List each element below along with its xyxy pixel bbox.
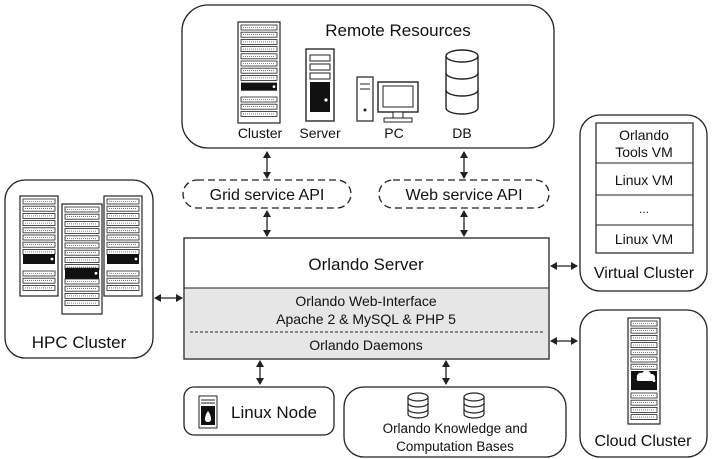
server-icon <box>305 48 335 122</box>
knowledge-label-line1: Orlando Knowledge and <box>383 421 528 436</box>
virtual-cluster-panel: Orlando Tools VM Linux VM ... Linux VM V… <box>579 114 708 292</box>
grid-service-api: Grid service API <box>182 179 352 209</box>
cloud-cluster-label: Cloud Cluster <box>595 433 693 450</box>
hpc-rack-right <box>103 195 143 297</box>
hpc-cluster-panel: HPC Cluster <box>4 179 154 359</box>
remote-resources-title: Remote Resources <box>325 21 471 40</box>
hpc-rack-left <box>19 195 59 297</box>
cluster-icon <box>237 21 281 124</box>
hpc-rack-icon <box>19 195 143 315</box>
vm-tools-line2: Tools VM <box>615 144 673 160</box>
linux-node-panel: Linux Node <box>183 386 335 436</box>
linux-node-label: Linux Node <box>231 403 317 422</box>
daemons-label: Orlando Daemons <box>309 337 423 353</box>
knowledge-label-line2: Computation Bases <box>396 439 514 454</box>
cloud-rack-body <box>627 317 661 425</box>
orlando-server: Orlando Server Orlando Web-Interface Apa… <box>183 237 550 360</box>
stack-label: Apache 2 & MySQL & PHP 5 <box>276 311 456 327</box>
pc-label: PC <box>384 125 403 141</box>
knowledge-bases-panel: Orlando Knowledge and Computation Bases <box>343 386 567 458</box>
hpc-cluster-label: HPC Cluster <box>32 333 127 352</box>
computation-db-icon <box>463 392 485 419</box>
cloud-cluster-panel: Cloud Cluster <box>579 309 708 458</box>
vm-ellipsis: ... <box>639 202 649 216</box>
remote-resources-panel: Remote Resources Cluster Server PC <box>181 4 555 149</box>
pc-icon <box>356 76 419 123</box>
knowledge-db-icon <box>407 392 429 419</box>
db-icon <box>445 49 479 115</box>
db-label: DB <box>452 125 471 141</box>
web-service-api: Web service API <box>378 179 550 209</box>
cluster-rack-body <box>237 21 281 124</box>
server-label: Server <box>299 125 341 141</box>
grid-service-api-label: Grid service API <box>210 187 325 204</box>
hpc-rack-center <box>61 203 103 315</box>
web-interface-label: Orlando Web-Interface <box>295 293 437 309</box>
cloud-icon <box>636 370 656 381</box>
cloud-server-icon <box>627 317 661 425</box>
linux-penguin-icon <box>205 411 211 422</box>
web-service-api-label: Web service API <box>405 187 522 204</box>
vm-linux-1: Linux VM <box>615 172 673 188</box>
vm-tools-line1: Orlando <box>619 127 669 143</box>
orlando-server-title: Orlando Server <box>308 255 424 274</box>
vm-linux-2: Linux VM <box>615 231 673 247</box>
virtual-cluster-label: Virtual Cluster <box>594 265 695 282</box>
cluster-label: Cluster <box>238 125 283 141</box>
